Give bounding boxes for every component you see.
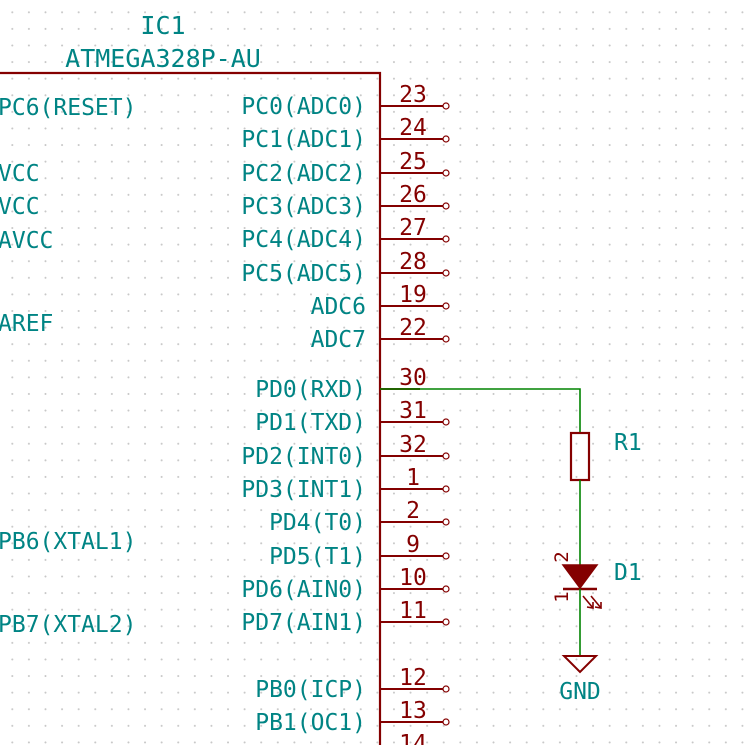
pin-name: PD2(INT0): [241, 444, 366, 470]
ground-label: GND: [559, 679, 601, 705]
pin-name: PD7(AIN1): [241, 610, 366, 636]
pin-name: PD1(TXD): [255, 410, 366, 436]
pin-endpoint[interactable]: [442, 135, 450, 143]
left-pin-name: AREF: [0, 311, 53, 337]
pin-endpoint[interactable]: [442, 169, 450, 177]
pin-name: PD6(AIN0): [241, 577, 366, 603]
pin-endpoint[interactable]: [442, 452, 450, 460]
pin-number: 14: [399, 731, 427, 745]
pin-number: 28: [399, 249, 427, 275]
left-pin-name: PB6(XTAL1): [0, 529, 136, 555]
pin-name: PC5(ADC5): [241, 261, 366, 287]
ground-symbol[interactable]: [561, 655, 599, 674]
pin-endpoint[interactable]: [442, 618, 450, 626]
led-pin-number-bottom: 1: [551, 591, 573, 602]
pin-name: PD4(T0): [269, 510, 366, 536]
left-pin-name: PC6(RESET): [0, 95, 136, 121]
pin-name: PD0(RXD): [255, 377, 366, 403]
pin-number: 10: [399, 565, 427, 591]
ground-triangle: [561, 655, 599, 674]
left-pin-name: VCC: [0, 194, 40, 220]
pin-name: PC2(ADC2): [241, 161, 366, 187]
pin-name: PB0(ICP): [255, 677, 366, 703]
pin-name: PD5(T1): [269, 544, 366, 570]
pin-endpoint[interactable]: [442, 269, 450, 277]
pin-number: 11: [399, 598, 427, 624]
pin-endpoint[interactable]: [442, 485, 450, 493]
pin-number: 25: [399, 149, 427, 175]
pin-name: PB1(OC1): [255, 710, 366, 736]
pin-number: 22: [399, 315, 427, 341]
pin-number: 2: [406, 498, 420, 524]
pin-number: 1: [406, 465, 420, 491]
led-triangle: [561, 564, 599, 590]
pin-number: 13: [399, 698, 427, 724]
pin-endpoint[interactable]: [442, 302, 450, 310]
pin-name: PD3(INT1): [241, 477, 366, 503]
pin-number: 30: [399, 365, 427, 391]
pin-name: ADC7: [311, 327, 366, 353]
ic-value: ATMEGA328P-AU: [65, 44, 261, 73]
pin-endpoint[interactable]: [442, 335, 450, 343]
pin-endpoint[interactable]: [442, 685, 450, 693]
resistor-reference: R1: [614, 430, 642, 456]
pin-number: 26: [399, 182, 427, 208]
pin-name: PC4(ADC4): [241, 227, 366, 253]
pin-endpoint[interactable]: [442, 552, 450, 560]
left-pin-name: PB7(XTAL2): [0, 612, 136, 638]
pin-number: 23: [399, 82, 427, 108]
pin-endpoint[interactable]: [442, 202, 450, 210]
left-pin-name: VCC: [0, 161, 40, 187]
led-arrow-head: [594, 602, 602, 609]
pin-endpoint[interactable]: [442, 718, 450, 726]
pin-number: 24: [399, 115, 427, 141]
pin-number: 27: [399, 215, 427, 241]
pin-name: PC1(ADC1): [241, 127, 366, 153]
led-arrow-head: [586, 602, 594, 609]
pin-endpoint[interactable]: [442, 418, 450, 426]
pin-name: PC0(ADC0): [241, 94, 366, 120]
pin-number: 31: [399, 398, 427, 424]
pin-number: 32: [399, 432, 427, 458]
pin-endpoint[interactable]: [442, 235, 450, 243]
net-wire[interactable]: [380, 388, 581, 433]
ic-left-pins: PC6(RESET) VCC VCC AVCC AREF PB6(XTAL1) …: [0, 95, 136, 638]
pin-number: 19: [399, 282, 427, 308]
pin-endpoint[interactable]: [442, 102, 450, 110]
left-pin-name: AVCC: [0, 228, 53, 254]
led-arrow: [582, 595, 594, 609]
pin-endpoint[interactable]: [442, 518, 450, 526]
pin-number: 12: [399, 665, 427, 691]
resistor-r1[interactable]: [569, 431, 591, 482]
led-pin-number-top: 2: [551, 551, 573, 562]
pin-endpoint[interactable]: [442, 585, 450, 593]
ic-reference: IC1: [140, 11, 185, 40]
led-reference: D1: [614, 560, 642, 586]
pin-number: 9: [406, 532, 420, 558]
led-arrow: [590, 595, 602, 609]
ic-right-pins: 23 PC0(ADC0) 24 PC1(ADC1) 25 PC2(ADC2) 26 PC3(A…: [241, 82, 450, 745]
pin-name: ADC6: [311, 294, 366, 320]
pin-name: PC3(ADC3): [241, 194, 366, 220]
